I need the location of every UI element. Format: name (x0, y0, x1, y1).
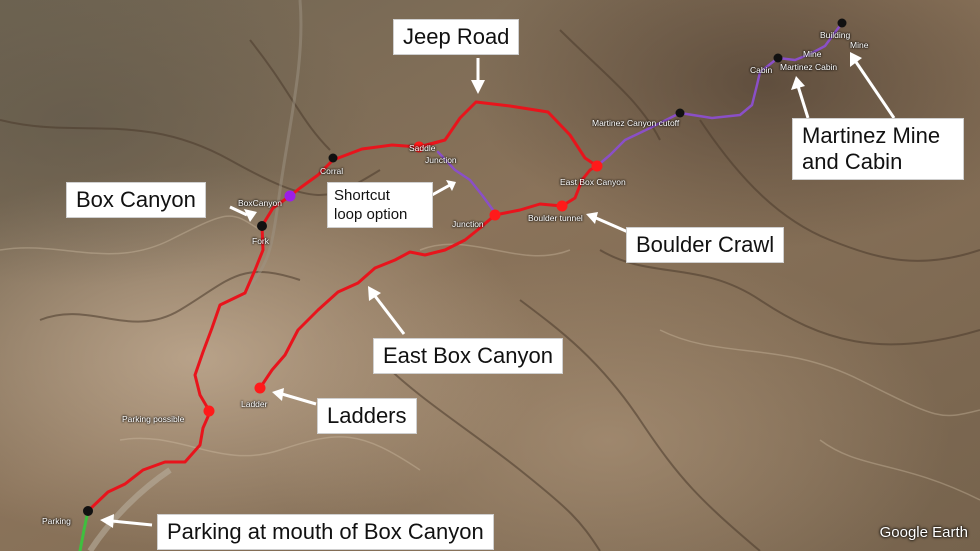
callout-martinez-line1: Martinez Mine (802, 123, 941, 148)
waypoint-label-junction-upper: Junction (425, 155, 457, 165)
waypoint-label-fork: Fork (252, 236, 269, 246)
waypoint-label-martinez-cutoff: Martinez Canyon cutoff (592, 118, 680, 128)
route-start-segment (78, 509, 90, 551)
marker-parking[interactable] (83, 506, 93, 516)
route-martinez-cutoff (595, 21, 844, 168)
marker-ladder[interactable] (254, 382, 266, 394)
callout-ladders: Ladders (317, 398, 417, 434)
waypoint-label-cabin: Cabin (750, 65, 773, 75)
waypoint-label-ladder: Ladder (241, 399, 268, 409)
arrow-boulder-crawl (586, 212, 629, 234)
arrow-martinez-left (791, 76, 810, 119)
waypoint-label-mine: Mine (850, 40, 869, 50)
marker-parking-possible[interactable] (203, 405, 215, 417)
marker-junction-lower[interactable] (489, 209, 501, 221)
route-box-canyon (86, 140, 440, 513)
marker-mine[interactable] (837, 18, 847, 28)
callout-martinez-mine-cabin: Martinez Mine and Cabin (792, 118, 964, 180)
marker-saddle[interactable] (413, 141, 425, 153)
waypoint-label-parking-possible: Parking possible (122, 414, 185, 424)
callout-shortcut-loop: Shortcut loop option (327, 182, 433, 228)
waypoint-label-mine-small: Mine (803, 49, 822, 59)
google-earth-watermark: Google Earth (879, 524, 968, 541)
arrow-box-canyon (229, 205, 257, 222)
arrow-martinez-right (850, 52, 896, 119)
arrow-jeep-road (471, 58, 485, 94)
waypoint-label-saddle: Saddle (409, 143, 436, 153)
callout-box-canyon: Box Canyon (66, 182, 206, 218)
route-east-box-canyon (258, 164, 599, 390)
callout-parking-mouth: Parking at mouth of Box Canyon (157, 514, 494, 550)
callout-boulder-crawl: Boulder Crawl (626, 227, 785, 263)
arrow-shortcut (431, 180, 456, 197)
marker-martinez-cutoff[interactable] (675, 108, 685, 118)
marker-east-box-canyon[interactable] (591, 160, 603, 172)
arrow-parking (100, 514, 153, 528)
waypoint-label-corral: Corral (320, 166, 344, 176)
marker-corral[interactable] (328, 153, 338, 163)
route-jeep-road (417, 100, 599, 168)
waypoint-label-building: Building (820, 30, 851, 40)
callout-shortcut-line2: loop option (334, 206, 408, 223)
waypoint-label-parking: Parking (42, 516, 71, 526)
marker-martinez-cabin[interactable] (773, 53, 783, 63)
waypoint-label-box-canyon: BoxCanyon (238, 198, 282, 208)
callout-east-box-canyon: East Box Canyon (373, 338, 563, 374)
callout-shortcut-line1: Shortcut (334, 187, 390, 204)
arrow-ladders (272, 388, 317, 406)
waypoint-label-boulder-tunnel: Boulder tunnel (528, 213, 583, 223)
marker-box-canyon[interactable] (284, 190, 296, 202)
marker-boulder-tunnel[interactable] (556, 200, 568, 212)
marker-fork[interactable] (257, 221, 267, 231)
waypoint-label-martinez-cabin: Martinez Cabin (780, 62, 838, 72)
waypoint-label-east-box-canyon: East Box Canyon (560, 177, 626, 187)
waypoint-label-junction-lower: Junction (452, 219, 484, 229)
arrow-east-box-canyon (368, 286, 406, 335)
callout-jeep-road: Jeep Road (393, 19, 520, 55)
callout-martinez-line2: and Cabin (802, 149, 903, 174)
